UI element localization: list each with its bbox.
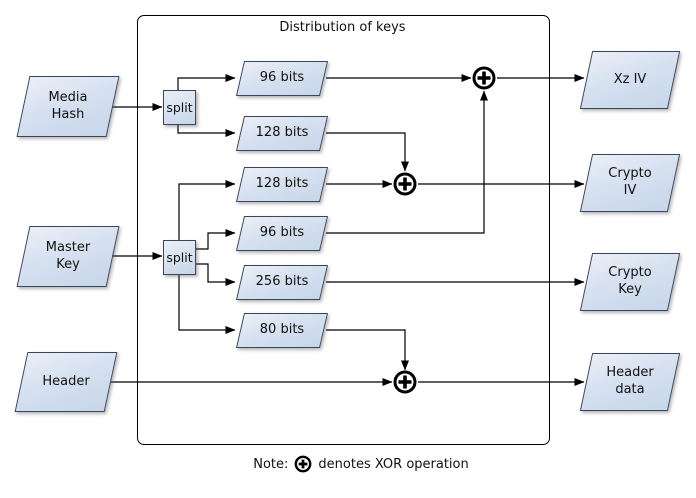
key-label: 128 bits	[255, 125, 309, 141]
node-key-128bits-1: 128 bits	[235, 116, 329, 151]
node-media-hash: Media Hash	[16, 76, 120, 137]
xor3-icon	[393, 370, 417, 394]
edge-split2-to-80bits	[178, 273, 236, 334]
edge-split1-to-128bits-top	[177, 123, 236, 137]
legend-note: Note: denotes XOR operation	[26, 454, 696, 474]
note-prefix: Note:	[253, 456, 289, 472]
node-crypto-iv: Crypto IV	[579, 154, 681, 212]
key-label: 96 bits	[259, 225, 305, 241]
edge-split2-to-128bits-mid	[178, 180, 236, 240]
node-crypto-key: Crypto Key	[579, 253, 681, 311]
node-key-128bits-2: 128 bits	[235, 167, 329, 202]
crypto-key-label: Crypto Key	[608, 265, 652, 297]
edge-128bits-to-xor2-top	[326, 132, 409, 172]
crypto-iv-label: Crypto IV	[608, 166, 652, 198]
key-label: 256 bits	[255, 274, 309, 290]
node-header-data: Header data	[579, 353, 681, 411]
node-xz-iv: Xz IV	[579, 51, 681, 109]
node-split2: split	[163, 240, 196, 275]
media-hash-label: Media Hash	[48, 89, 88, 122]
edge-96bits-to-xor1-bottom	[326, 90, 488, 234]
split1-label: split	[166, 100, 193, 115]
edge-split2-to-256bits	[194, 263, 236, 286]
edge-split1-to-96bits-top	[177, 74, 236, 90]
node-key-96bits-2: 96 bits	[235, 216, 329, 251]
xor1-icon	[472, 66, 496, 90]
node-key-96bits-1: 96 bits	[235, 61, 329, 96]
note-suffix: denotes XOR operation	[318, 456, 469, 472]
node-header: Header	[14, 352, 118, 412]
header-label: Header	[42, 373, 90, 389]
key-label: 96 bits	[259, 70, 305, 86]
xz-iv-label: Xz IV	[613, 71, 647, 87]
node-key-80bits: 80 bits	[235, 313, 329, 348]
key-label: 128 bits	[255, 176, 309, 192]
key-label: 80 bits	[259, 322, 305, 338]
node-key-256bits: 256 bits	[235, 265, 329, 300]
node-split1: split	[163, 90, 196, 125]
xor-icon	[295, 455, 312, 473]
xor2-icon	[393, 172, 417, 196]
edge-split2-to-96bits-mid	[194, 229, 236, 250]
diagram-title: Distribution of keys	[279, 20, 406, 35]
node-master-key: Master Key	[16, 226, 120, 287]
split2-label: split	[166, 250, 193, 265]
header-data-label: Header data	[606, 365, 654, 397]
edge-80bits-to-xor3-top	[326, 329, 409, 371]
master-key-label: Master Key	[45, 239, 91, 272]
